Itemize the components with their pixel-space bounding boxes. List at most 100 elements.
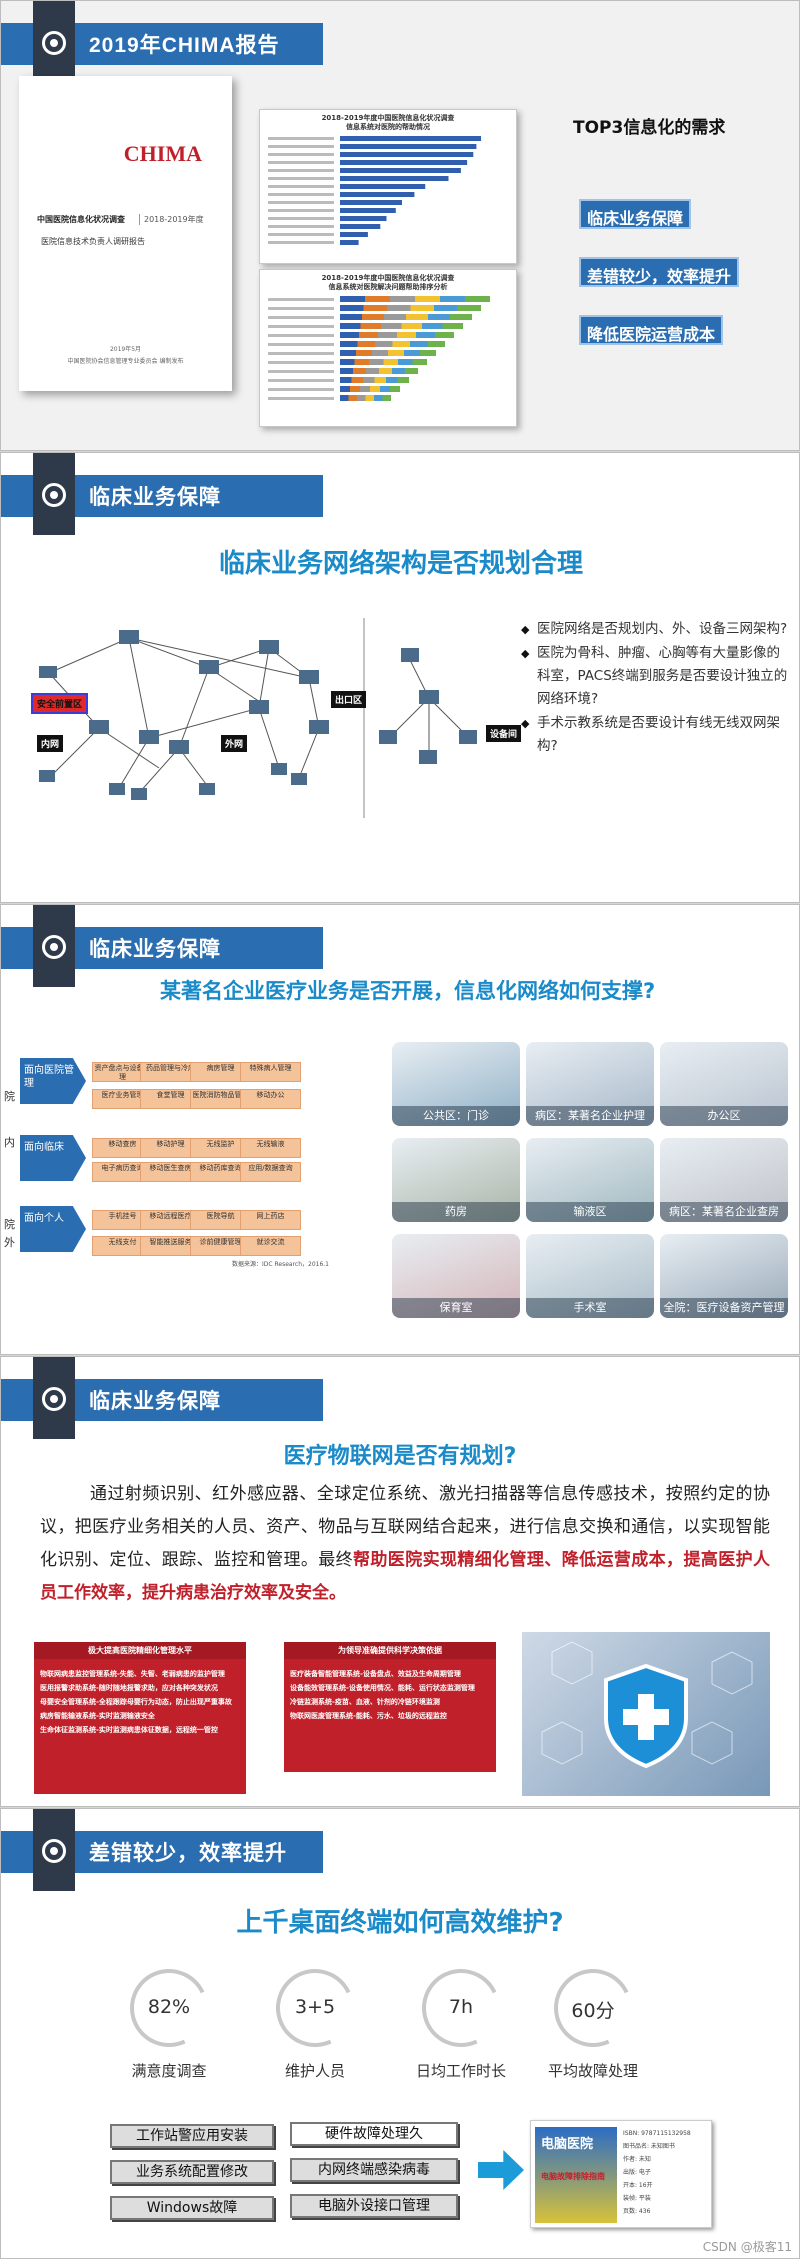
header-title: 差错较少，效率提升 bbox=[89, 1842, 287, 1865]
scene-photo: 保育室 bbox=[392, 1234, 520, 1318]
service-item: 电子病历查询 bbox=[92, 1162, 153, 1182]
cover-title: 中国医院信息化状况调查 bbox=[37, 215, 125, 224]
service-item: 移动药库查询 bbox=[190, 1162, 251, 1182]
benefit-line: 物联网医废管理系统-能耗、污水、垃圾的远程监控 bbox=[290, 1712, 447, 1720]
report-stacked-bar bbox=[422, 323, 443, 329]
report-stacked-bar bbox=[356, 350, 372, 356]
scene-photo: 公共区：门诊 bbox=[392, 1042, 520, 1126]
report-stacked-bar bbox=[375, 341, 393, 347]
report-stacked-bar bbox=[392, 368, 405, 374]
category-arrow: 面向医院管理 bbox=[20, 1058, 86, 1104]
stat-value: 60分 bbox=[571, 2000, 615, 2022]
book-info-line: ISBN: 9787115132958 bbox=[623, 2130, 691, 2137]
report-stacked-bar bbox=[340, 332, 359, 338]
report-bar bbox=[340, 152, 474, 157]
report-stacked-bar bbox=[362, 314, 384, 320]
report-stacked-bar bbox=[390, 296, 415, 302]
report-stacked-bar bbox=[401, 323, 422, 329]
question-item: 医院网络是否规划内、外、设备三网架构? bbox=[521, 618, 793, 641]
report-label-line bbox=[268, 307, 334, 310]
category-arrow: 面向个人 bbox=[20, 1206, 86, 1252]
iot-description-highlight: 帮助医院实现精细化管理、降低运营成本，提高医护人员工作效率，提升病患治疗效率及安… bbox=[40, 1550, 771, 1603]
scene-photo: 办公区 bbox=[660, 1042, 788, 1126]
report-stacked-bar bbox=[365, 296, 390, 302]
report-label-line bbox=[268, 169, 334, 172]
logo-icon bbox=[42, 1387, 66, 1411]
scene-photo: 病区：某著名企业护理 bbox=[526, 1042, 654, 1126]
report-label-line bbox=[268, 225, 334, 228]
scene-caption: 公共区：门诊 bbox=[392, 1106, 520, 1126]
report-stacked-bar bbox=[416, 332, 435, 338]
slide-header: 临床业务保障 bbox=[1, 453, 323, 535]
report-label-line bbox=[268, 298, 334, 301]
report-stacked-bar bbox=[428, 314, 450, 320]
report-bar bbox=[340, 208, 396, 213]
issue-button[interactable]: Windows故障 bbox=[110, 2196, 274, 2220]
report-chart-1: 2018-2019年度中国医院信息化状况调查 信息系统对医院的帮助情况 bbox=[259, 109, 517, 264]
report-stacked-bar bbox=[350, 386, 360, 392]
report-stacked-bar bbox=[340, 341, 358, 347]
report-stacked-bar bbox=[374, 377, 386, 383]
scene-caption: 保育室 bbox=[392, 1298, 520, 1318]
service-item: 医院导航 bbox=[190, 1210, 251, 1230]
report-bar bbox=[340, 200, 402, 205]
report-bar bbox=[340, 176, 449, 181]
stat-value: 82% bbox=[147, 1996, 191, 2018]
benefit-box-body: 医疗装备智能管理系统-设备盘点、效益及生命周期管理 设备能效管理系统-设备使用情… bbox=[284, 1659, 496, 1731]
report-stacked-bar bbox=[382, 395, 391, 401]
report-label-line bbox=[268, 209, 334, 212]
report-label-line bbox=[268, 137, 334, 140]
report-stacked-bar bbox=[340, 395, 349, 401]
need-item: 差错较少，效率提升 bbox=[579, 257, 740, 287]
report-stacked-bar bbox=[340, 368, 353, 374]
stat-label: 维护人员 bbox=[284, 2062, 345, 2080]
zone-extranet-tag: 外网 bbox=[221, 735, 248, 752]
report-stacked-bar bbox=[351, 377, 363, 383]
report-bar bbox=[340, 216, 387, 221]
issue-button[interactable]: 业务系统配置修改 bbox=[110, 2160, 274, 2184]
book-cover-title: 电脑医院 bbox=[541, 2137, 594, 2152]
report-stacked-bar bbox=[435, 332, 454, 338]
scene-caption: 药房 bbox=[392, 1202, 520, 1222]
shield-icon bbox=[541, 1641, 753, 1769]
need-item: 降低医院运营成本 bbox=[579, 315, 724, 345]
report-stacked-bar bbox=[360, 323, 381, 329]
report-stacked-bar bbox=[420, 350, 436, 356]
logo-icon bbox=[42, 935, 66, 959]
header-ribbon bbox=[33, 905, 75, 987]
report-stacked-bar bbox=[354, 359, 369, 365]
logo-icon bbox=[42, 31, 66, 55]
header-ribbon bbox=[33, 1809, 75, 1891]
report-stacked-bar bbox=[340, 359, 355, 365]
report-bar bbox=[340, 168, 461, 173]
benefit-line: 冷链监测系统-疫苗、血液、针剂的冷链环境监测 bbox=[290, 1698, 440, 1706]
report-bar bbox=[340, 192, 415, 197]
medical-shield-image bbox=[522, 1632, 770, 1796]
service-item: 就诊交流 bbox=[240, 1236, 301, 1256]
issue-button[interactable]: 工作站警应用安装 bbox=[110, 2124, 274, 2148]
report-cover: CHIMA 中国医院信息化状况调查 2018-2019年度 医院信息技术负责人调… bbox=[19, 76, 232, 391]
header-title: 2019年CHIMA报告 bbox=[89, 34, 280, 57]
report-label-line bbox=[268, 185, 334, 188]
report-stacked-bar bbox=[405, 368, 418, 374]
report-label-line bbox=[268, 193, 334, 196]
scene-caption: 办公区 bbox=[660, 1106, 788, 1126]
scene-caption: 手术室 bbox=[526, 1298, 654, 1318]
header-title: 临床业务保障 bbox=[89, 486, 221, 509]
service-item: 无线输液 bbox=[240, 1138, 301, 1158]
network-topology-diagram bbox=[39, 618, 477, 818]
service-item: 移动办公 bbox=[240, 1089, 301, 1109]
issue-button[interactable]: 硬件故障处理久 bbox=[290, 2122, 458, 2146]
issue-button[interactable]: 内网终端感染病毒 bbox=[290, 2158, 458, 2182]
issue-button[interactable]: 电脑外设接口管理 bbox=[290, 2194, 458, 2218]
question-list: 医院网络是否规划内、外、设备三网架构? 医院为骨科、肿瘤、心胸等有大量影像的科室… bbox=[521, 618, 793, 759]
benefit-box-body: 物联网病患监控管理系统-失能、失智、老弱病患的监护管理 医用报警求助系统-随时随… bbox=[34, 1659, 246, 1745]
report-label-line bbox=[268, 352, 334, 355]
report-stacked-bar bbox=[450, 314, 472, 320]
report-stacked-bar bbox=[359, 332, 378, 338]
report-chart-2-bars bbox=[268, 296, 490, 401]
service-item: 网上药店 bbox=[240, 1210, 301, 1230]
benefit-line: 病房智能输液系统-实时监测输液安全 bbox=[40, 1712, 155, 1720]
service-item: 特殊病人管理 bbox=[240, 1062, 301, 1082]
scene-photo: 手术室 bbox=[526, 1234, 654, 1318]
